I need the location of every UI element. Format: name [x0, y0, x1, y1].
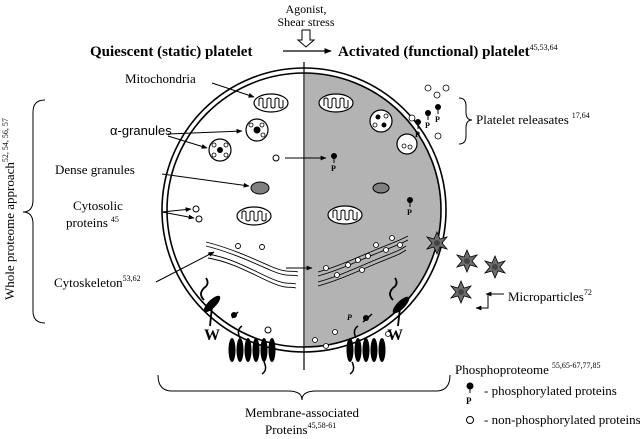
- membrane-label-line2: Proteins45,58-61: [265, 421, 336, 437]
- activated-title: Activated (functional) platelet45,53,64: [338, 43, 558, 60]
- microparticle-icon-2: [456, 249, 478, 273]
- microparticles-label-refs: 72: [584, 288, 592, 297]
- whole-proteome-label: Whole proteome approach52, 54, 56, 57: [1, 118, 17, 300]
- cytoskeleton-pointer: [155, 251, 215, 283]
- phospho-receptor-right: P: [347, 313, 373, 323]
- transmembrane-protein-right: [346, 325, 386, 375]
- microparticles-pointer-2: [475, 294, 489, 311]
- alpha-granule-fusing-right: [396, 133, 418, 155]
- releasates-label-text: Platelet releasates: [476, 112, 569, 127]
- legend-phospho-text: - phosphorylated proteins: [484, 383, 617, 398]
- released-proteins: [408, 84, 450, 140]
- alpha-granule-icon-1: [245, 118, 269, 142]
- activated-title-refs: 45,53,64: [530, 43, 558, 52]
- membrane-receptor-left-2: [231, 311, 239, 319]
- non-phospho-protein-left-3: [195, 215, 203, 223]
- non-phospho-protein-left-1: [272, 154, 280, 162]
- membrane-label-text: Proteins: [265, 422, 308, 437]
- cytoskeleton-proteins-right: [323, 235, 403, 278]
- cytoskeleton-label-text: Cytoskeleton: [54, 275, 123, 290]
- mitochondria-icon-left: [253, 93, 289, 113]
- mitochondria-label: Mitochondria: [125, 71, 196, 86]
- svg-text:W: W: [204, 327, 220, 344]
- mitochondria-icon-right: [318, 93, 354, 113]
- svg-text:W: W: [387, 327, 403, 344]
- microparticle-icon-4: [450, 280, 472, 304]
- microparticles-label: Microparticles72: [508, 288, 592, 304]
- membrane-brace: [157, 374, 451, 401]
- membrane-receptor-right: W: [387, 277, 410, 344]
- dense-granules-label: Dense granules: [55, 162, 135, 177]
- non-phospho-protein-left-2: [192, 205, 200, 213]
- phospho-protein-released-2: [434, 103, 442, 125]
- cytosolic-pointer-1: [161, 207, 192, 213]
- legend-phospho-p: P: [466, 396, 472, 406]
- membrane-receptor-left-1: W: [200, 277, 221, 344]
- alpha-granule-icon-right: [369, 109, 393, 133]
- whole-proteome-text: Whole proteome approach: [2, 162, 17, 300]
- legend-title-text: Phosphoproteome: [455, 362, 549, 377]
- whole-proteome-brace: [22, 99, 46, 324]
- mitochondria-icon-left-2: [236, 206, 272, 226]
- svg-text:P: P: [347, 313, 352, 322]
- activated-title-text: Activated (functional) platelet: [338, 44, 530, 60]
- cytosolic-label-refs: 45: [111, 215, 119, 224]
- membrane-label-line1: Membrane-associated: [245, 405, 360, 420]
- phospho-protein-released-1: [424, 109, 432, 131]
- trigger-label-line2: Shear stress: [278, 15, 335, 29]
- mitochondria-pointer: [211, 82, 255, 98]
- cytosolic-label-text: proteins: [66, 215, 108, 230]
- microparticle-icon-3: [484, 255, 506, 279]
- dense-granules-pointer: [161, 173, 250, 188]
- quiescent-title: Quiescent (static) platelet: [90, 44, 252, 60]
- whole-proteome-refs: 52, 54, 56, 57: [1, 118, 10, 162]
- membrane-label-refs: 45,58-61: [308, 421, 337, 430]
- alpha-pointer-2: [167, 135, 208, 149]
- platelet-cell: [161, 62, 447, 370]
- legend-title-refs: 55,65-67,77,85: [552, 361, 601, 370]
- trigger-down-arrow: [296, 29, 316, 48]
- legend-nonphospho-text: - non-phosphorylated proteins: [484, 412, 640, 427]
- cytoskeleton-label: Cytoskeleton53,62: [54, 274, 141, 290]
- mitochondria-icon-right-2: [327, 205, 363, 225]
- transmembrane-protein-left: [228, 325, 276, 375]
- cytosolic-pointer-2: [161, 211, 195, 220]
- legend-phospho-marker-icon: [466, 382, 474, 390]
- alpha-granule-icon-2: [208, 138, 232, 162]
- alpha-pointer-1: [167, 128, 243, 135]
- non-phospho-protein-left-4: [264, 326, 272, 334]
- cytoskeleton-label-refs: 53,62: [123, 274, 141, 283]
- releasates-label-refs: 17,64: [572, 111, 590, 120]
- microparticles-label-text: Microparticles: [508, 289, 584, 304]
- legend-nonphospho-marker-icon: [466, 416, 474, 424]
- trigger-label-line1: Agonist,: [285, 2, 326, 16]
- releasates-brace: [458, 97, 473, 145]
- membrane-proteins-right: [312, 329, 391, 349]
- cytoskeleton-icon-left: [205, 241, 299, 289]
- alpha-granules-label: α-granules: [110, 123, 172, 138]
- dense-granule-icon-right: [372, 182, 390, 194]
- dense-granule-icon-left: [250, 181, 270, 195]
- cytosolic-label-line1: Cytosolic: [73, 198, 123, 213]
